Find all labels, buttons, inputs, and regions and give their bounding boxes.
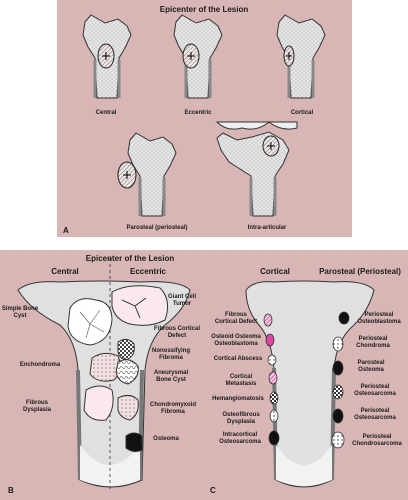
panel-a: Epicenter of the Lesion Central Eccentri… <box>57 0 352 237</box>
perisoteal-osteosarcoma-lesion <box>332 408 344 424</box>
label-fibrous-cortical-defect-c: Fibrous Cortical Defect <box>214 312 258 325</box>
intracortical-osteosarcoma-lesion <box>268 430 280 446</box>
label-hemangiomatosis: Hemangiomatosis <box>212 396 264 402</box>
label-osteoma: Osteoma <box>153 436 179 442</box>
label-fibrous-cortical-defect: Fibrous Cortical Defect <box>153 326 200 339</box>
osteoid-osteoma-lesion <box>265 333 275 347</box>
label-parosteal-c: Parosteal (Periosteal) <box>319 267 401 276</box>
panel-a-illustration <box>82 14 326 217</box>
label-giant-cell-tumor: Giant Cell Tumor <box>167 294 196 307</box>
periosteal-chondrosarcoma-lesion <box>331 431 345 449</box>
label-intra-articular: Intra-articular <box>247 225 287 231</box>
panel-b-title: Epicenter of the Lesion <box>85 254 175 263</box>
bone-central <box>82 14 132 99</box>
panel-a-letter: A <box>63 226 69 235</box>
label-cortical: Cortical <box>290 110 314 116</box>
panel-c-illustration <box>245 280 375 488</box>
panel-a-title: Epicenter of the Lesion <box>159 5 249 14</box>
label-cortical-c: Cortical <box>260 267 290 276</box>
bone-parosteal <box>117 132 177 217</box>
label-fibrous-dysplasia: Fibrous Dysplasia <box>22 400 52 413</box>
panel-b: Epicenter of the Lesion Central Eccentri… <box>0 250 204 500</box>
bone-eccentric <box>173 14 223 99</box>
bone-cortical <box>276 14 326 99</box>
bone-b <box>17 280 191 488</box>
label-osteoid-osteoma: Osteoid Osteoma Osteoblastoma <box>211 334 261 347</box>
label-intracortical-osteosarcoma: Intracortical Osteosarcoma <box>219 432 261 445</box>
label-eccentric-b: Eccentric <box>129 267 167 276</box>
label-periosteal-osteoblastoma: Periosteal Osteoblastoma <box>357 312 401 325</box>
label-chondromyxoid-fibroma: Chondromyxoid Fibroma <box>150 402 196 415</box>
periosteal-chondroma-lesion <box>332 336 344 352</box>
bone-intra-articular <box>215 121 298 217</box>
label-periosteal-chondrosarcoma: Periosteal Chondrosarcoma <box>352 434 402 447</box>
label-periosteal-osteosarcoma: Periosteal Osteosarcoma <box>354 384 396 397</box>
label-osteofibrous-dysplasia: Osteofibrous Dysplasia <box>222 412 260 425</box>
nonossifying-fibroma-lesion <box>117 338 135 361</box>
label-perisoteal-osteosarcoma: Perisoteal Osteosarcoma <box>354 408 396 421</box>
periosteal-osteosarcoma-lesion <box>332 384 344 400</box>
label-parosteal-osteoma: Parosteal Osteoma <box>357 360 385 373</box>
enchondroma-lesion <box>89 352 121 382</box>
simple-bone-cyst-lesion <box>67 298 113 346</box>
osteofibrous-dysplasia-lesion <box>269 409 279 423</box>
fibrous-dysplasia-lesion <box>83 385 114 421</box>
panel-b-letter: B <box>8 486 14 495</box>
panel-c-letter: C <box>210 486 216 495</box>
giant-cell-tumor-lesion <box>111 285 169 326</box>
label-periosteal-chondroma: Periosteal Chondroma <box>356 336 390 349</box>
fibrous-cortical-defect-lesion <box>263 313 273 327</box>
label-cortical-metastasis: Cortical Metastasis <box>225 374 257 387</box>
label-nonossifying-fibroma: Nonossifying Fibroma <box>151 348 190 361</box>
label-enchondroma: Enchondroma <box>19 362 61 368</box>
osteoma-lesion <box>125 432 143 453</box>
panel-c: Cortical Parosteal (Periosteal) Fibrous … <box>204 250 408 500</box>
chondromyxoid-fibroma-lesion <box>117 394 139 421</box>
periosteal-osteoblastoma-lesion <box>338 311 350 325</box>
cortical-abscess-lesion <box>267 354 277 366</box>
label-cortical-abscess: Cortical Abscess <box>213 356 263 362</box>
panel-b-illustration <box>17 258 191 490</box>
label-aneurysmal-bone-cyst: Aneurysmal Bone Cyst <box>153 370 189 383</box>
parosteal-osteoma-lesion <box>332 360 344 376</box>
label-parosteal: Parosteal (periosteal) <box>126 225 188 231</box>
hemangiomatosis-lesion <box>269 391 279 405</box>
aneurysmal-bone-cyst-lesion <box>115 359 139 385</box>
label-eccentric: Eccentric <box>184 110 212 116</box>
label-central-b: Central <box>51 267 79 276</box>
cortical-metastasis-lesion <box>268 371 278 385</box>
label-central: Central <box>95 110 117 116</box>
label-simple-bone-cyst: Simple Bone Cyst <box>1 306 39 319</box>
